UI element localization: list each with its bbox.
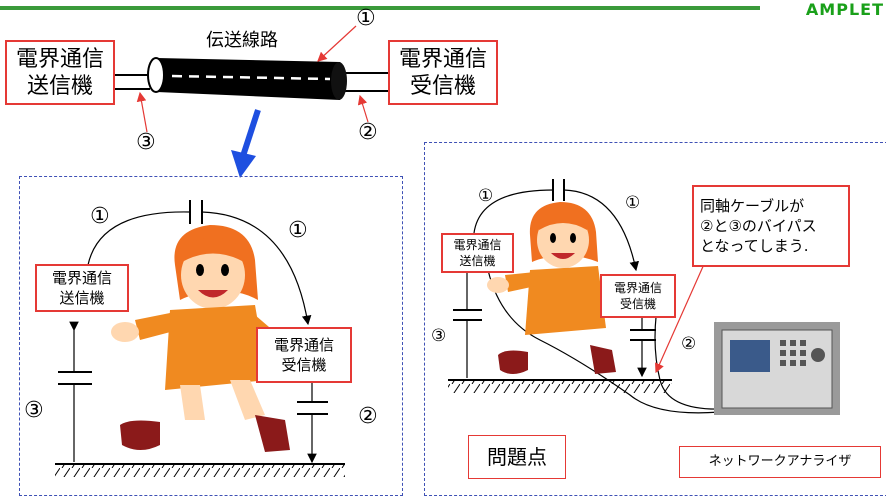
top-transmitter-box: 電界通信 送信機 xyxy=(5,40,115,105)
down-arrow xyxy=(231,109,261,178)
top-marker-1: ① xyxy=(356,6,376,31)
right-transmitter-box: 電界通信 送信機 xyxy=(441,233,514,273)
left-transmitter-box: 電界通信 送信機 xyxy=(35,264,129,312)
note-pointer xyxy=(655,261,706,374)
walking-girl-left xyxy=(111,225,290,452)
transmission-line-title: 伝送線路 xyxy=(206,30,278,51)
walking-girl-right xyxy=(487,202,616,374)
left-marker-1b: ① xyxy=(288,218,308,243)
top-marker-3: ③ xyxy=(136,130,156,155)
coax-cable xyxy=(113,57,388,100)
right-circuit xyxy=(448,179,761,414)
right-receiver-box: 電界通信 受信機 xyxy=(600,274,676,318)
network-analyzer-label: ネットワークアナライザ xyxy=(679,446,881,478)
pointer-2 xyxy=(357,94,369,123)
left-marker-1a: ① xyxy=(90,204,110,229)
amplet-logo: AMPLET xyxy=(805,0,884,19)
header-line xyxy=(0,6,760,10)
left-marker-3: ③ xyxy=(24,398,44,423)
left-circuit xyxy=(55,200,345,477)
bypass-note-box: 同軸ケーブルが ②と③のバイパス となってしまう. xyxy=(692,185,850,267)
pointer-3 xyxy=(136,91,148,133)
right-marker-1a: ① xyxy=(478,186,494,206)
left-receiver-box: 電界通信 受信機 xyxy=(256,327,352,383)
pointer-1 xyxy=(317,25,357,62)
network-analyzer-photo xyxy=(714,322,840,415)
top-marker-2: ② xyxy=(358,120,378,145)
right-marker-2: ② xyxy=(681,334,697,354)
top-receiver-box: 電界通信 受信機 xyxy=(388,40,498,105)
left-marker-2: ② xyxy=(358,404,378,429)
right-marker-3: ③ xyxy=(431,326,447,346)
problem-label-box: 問題点 xyxy=(468,435,566,479)
right-marker-1b: ① xyxy=(625,193,641,213)
